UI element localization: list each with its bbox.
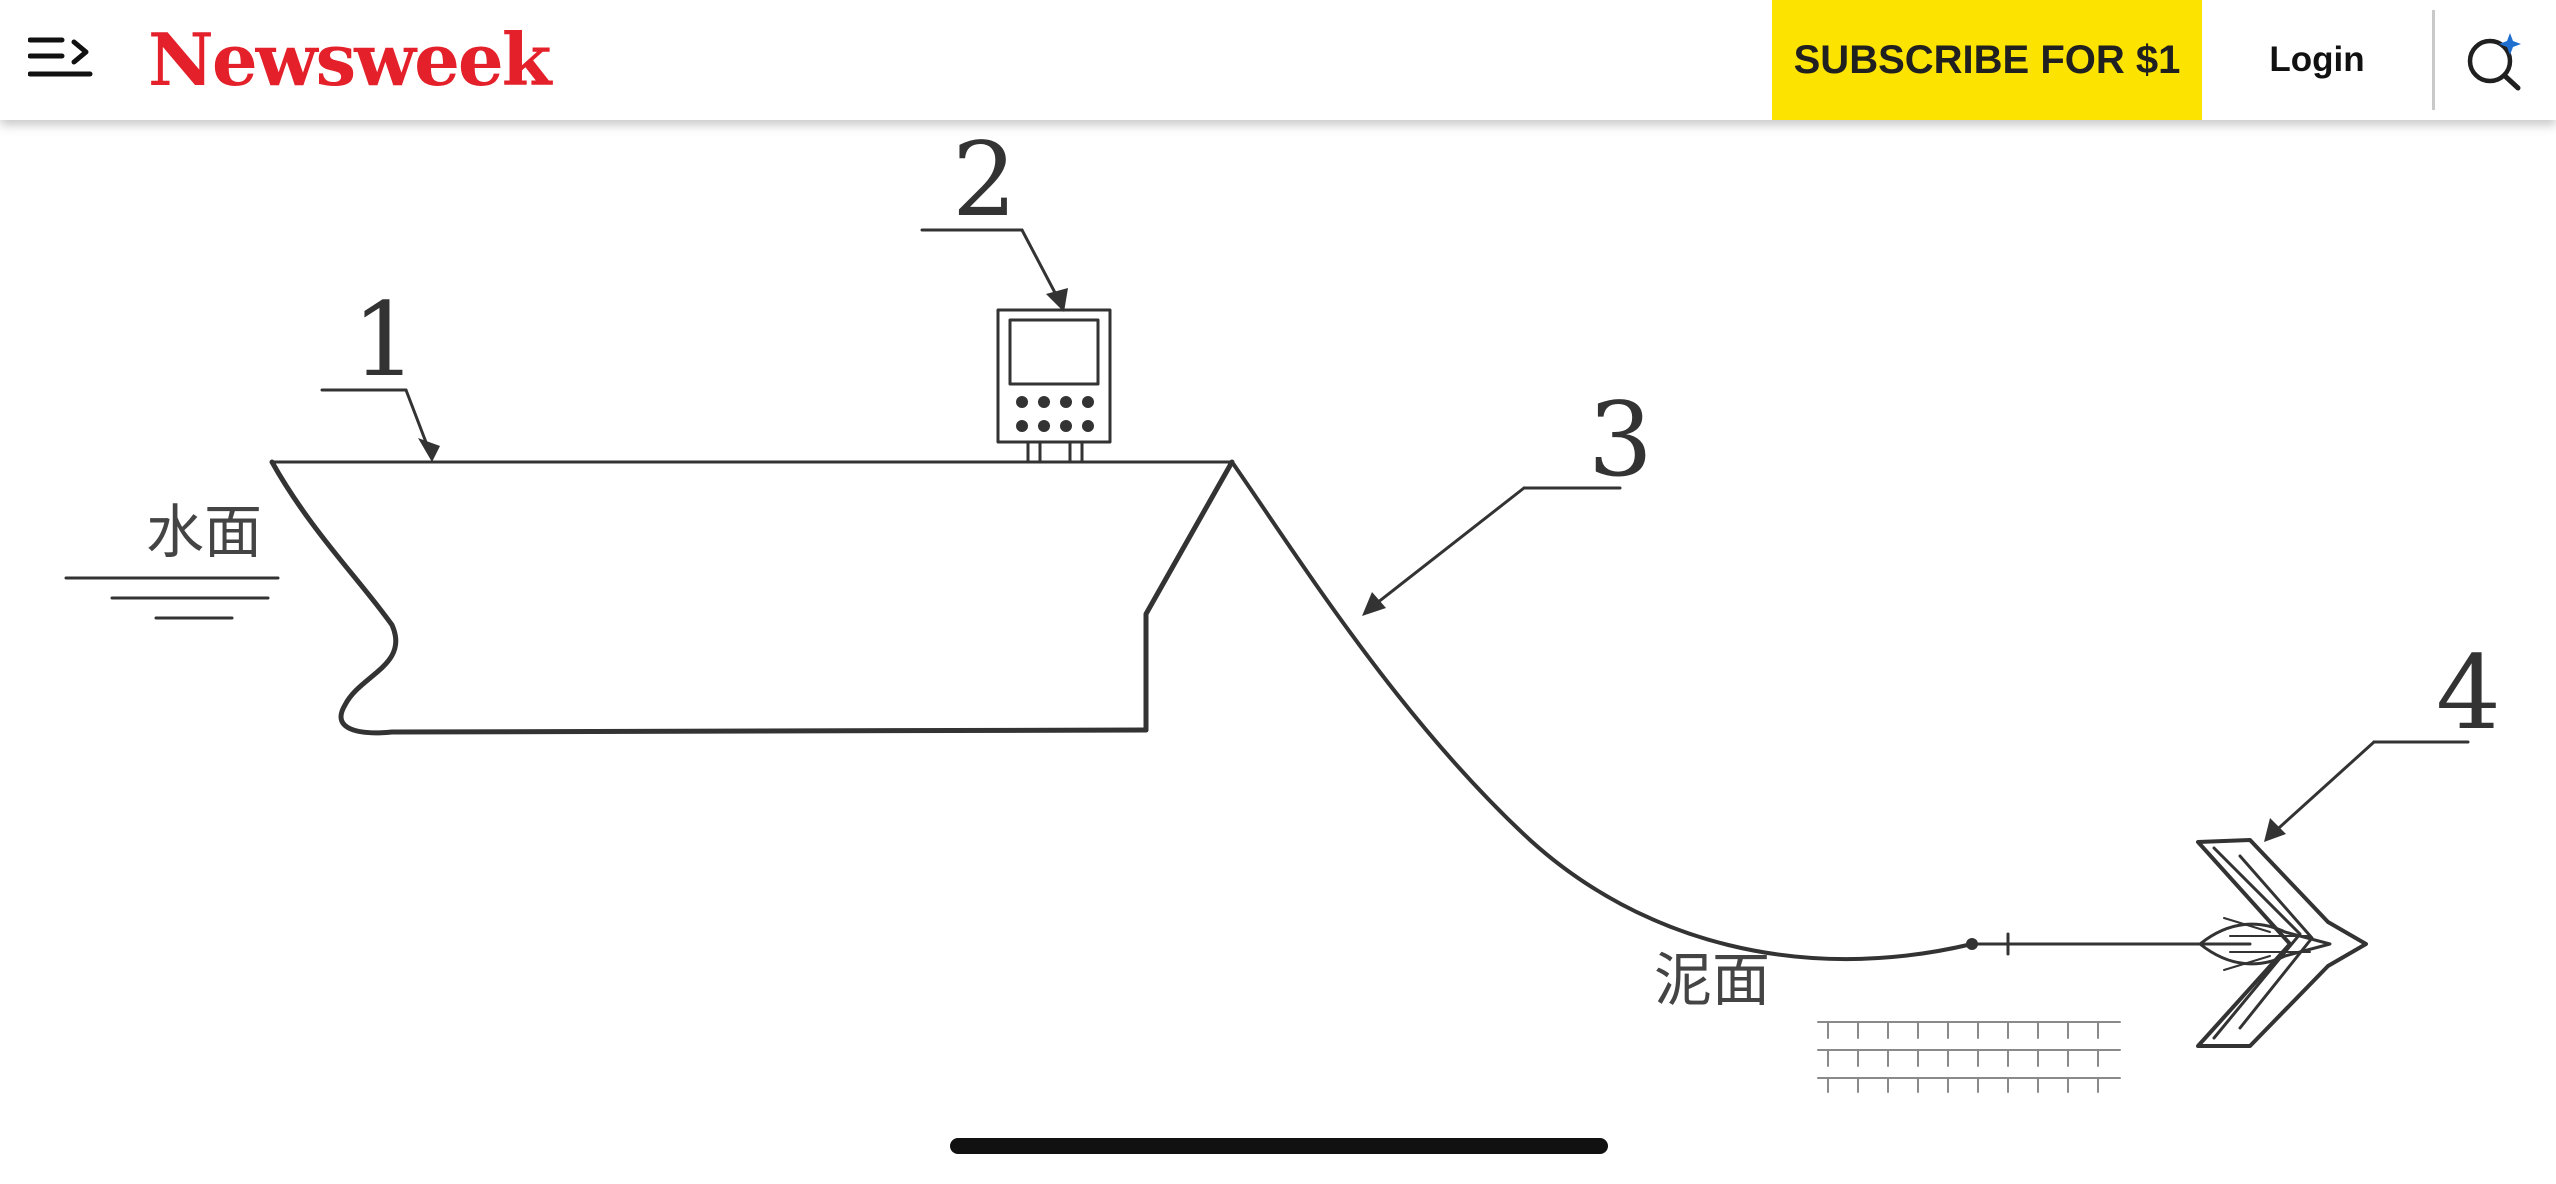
login-link[interactable]: Login: [2269, 40, 2365, 79]
water-surface-marker: [64, 576, 280, 620]
controller-buttons: [1016, 396, 1094, 432]
cable-joint: [1966, 938, 1978, 950]
callout-3-arrow: [1362, 592, 1386, 616]
search-sparkle-icon: [2467, 33, 2521, 91]
search-button[interactable]: [2462, 30, 2532, 92]
anchor-cable: [1230, 460, 2252, 962]
water-surface-label: 水面: [146, 498, 262, 566]
ship-hull: [269, 459, 1235, 736]
callout-3-label: 3: [1588, 381, 1653, 500]
callout-4-label: 4: [2436, 634, 2501, 753]
controller-device: [996, 308, 1112, 464]
menu-arrow-icon: [27, 37, 93, 77]
callout-2-arrow: [1046, 288, 1068, 312]
callout-2-leader: [920, 228, 1064, 308]
callout-4-leader: [2268, 740, 2470, 838]
callout-1-leader: [320, 388, 434, 460]
callout-1-arrow: [418, 438, 440, 462]
anchor: [2196, 838, 2368, 1048]
mud-surface-label: 泥面: [1654, 946, 1770, 1014]
callout-4-arrow: [2264, 818, 2286, 842]
mud-surface-hatch: [1817, 1021, 2121, 1093]
callout-2-label: 2: [952, 121, 1017, 240]
site-header: Newsweek SUBSCRIBE FOR $1 Login: [0, 0, 2556, 120]
subscribe-button[interactable]: SUBSCRIBE FOR $1: [1772, 0, 2202, 120]
home-indicator[interactable]: [950, 1138, 1608, 1154]
newsweek-logo[interactable]: Newsweek: [148, 17, 552, 102]
diagram-drawing: 1 2 3 4 水面 泥面: [64, 121, 2501, 1093]
callout-3-leader: [1366, 486, 1622, 612]
anchor-patent-diagram: 1 2 3 4 水面 泥面: [0, 120, 2556, 1179]
menu-button[interactable]: [27, 32, 94, 82]
callout-1-label: 1: [352, 281, 417, 400]
header-divider: [2432, 10, 2435, 110]
